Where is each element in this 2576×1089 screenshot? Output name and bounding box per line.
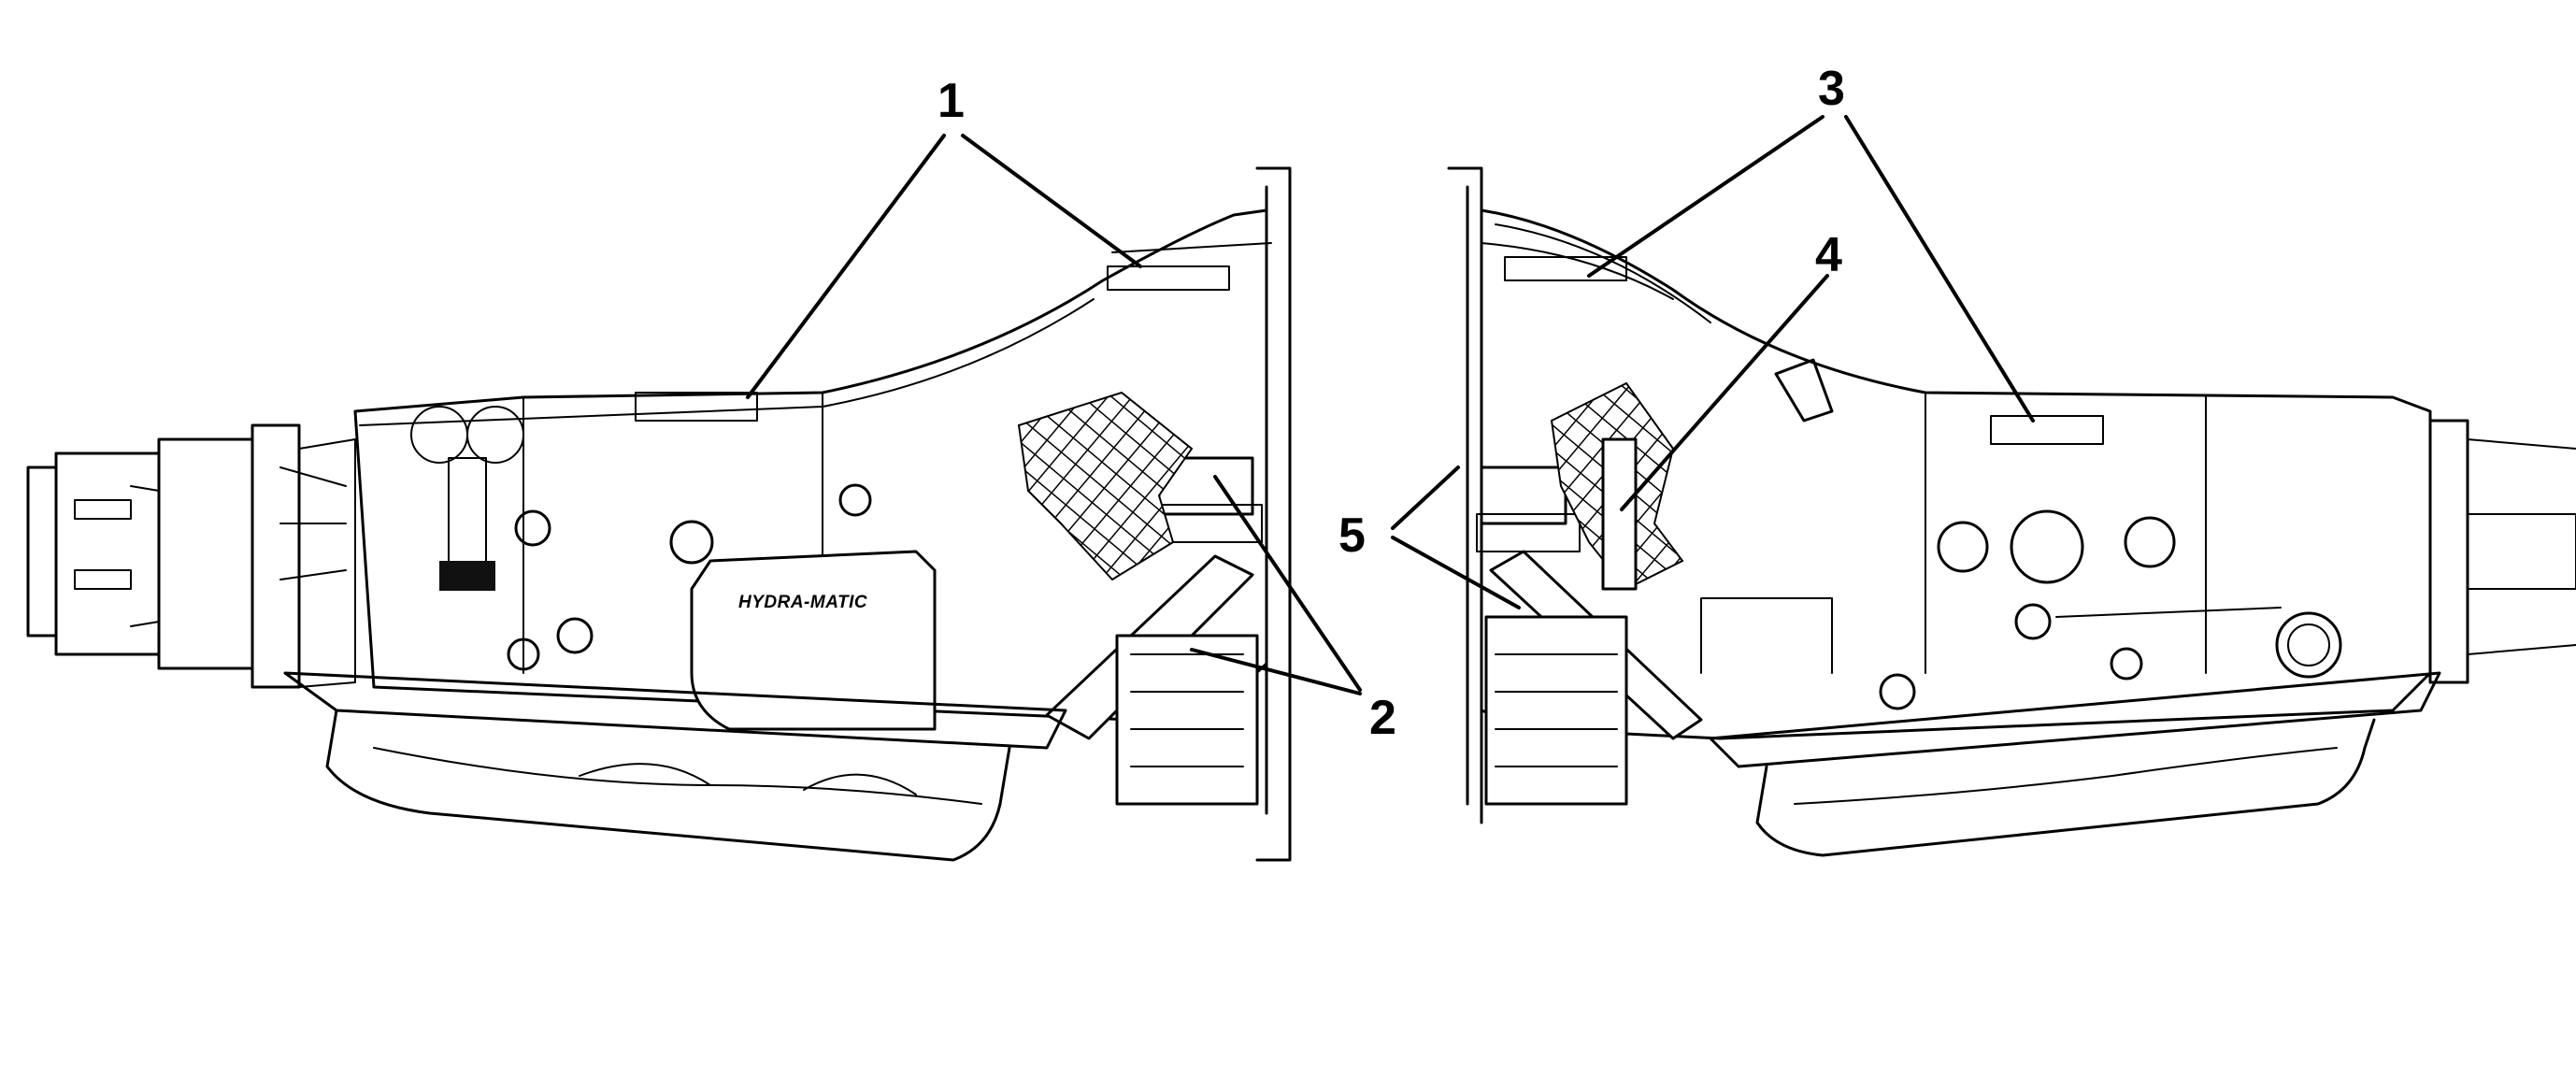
leader-1a — [746, 134, 946, 399]
left-mesh-area — [1017, 391, 1194, 581]
callout-5: 5 — [1338, 509, 1366, 563]
right-filter-plate — [1484, 550, 1703, 806]
right-output-extension — [2428, 419, 2576, 684]
left-input-adapter — [26, 423, 356, 689]
right-main-case — [1476, 208, 2432, 740]
leader-5a — [1391, 466, 1460, 530]
hydramatic-brand-text: HYDRA-MATIC — [738, 593, 867, 612]
left-oil-pan — [283, 671, 1067, 862]
callout-2: 2 — [1369, 691, 1396, 745]
right-transmission-view — [1447, 166, 2576, 857]
leader-5b — [1391, 536, 1521, 609]
leader-2b — [1190, 648, 1362, 695]
leader-2a — [1213, 475, 1362, 692]
leader-lines — [746, 115, 2035, 695]
right-bracket — [1601, 437, 1638, 591]
callout-1: 1 — [937, 74, 965, 128]
left-main-case: HYDRA-MATIC — [353, 166, 1292, 862]
leader-4 — [1620, 274, 1829, 511]
left-transmission-view: HYDRA-MATIC — [26, 166, 1292, 862]
right-oil-pan — [1709, 671, 2441, 857]
callout-4: 4 — [1815, 228, 1842, 282]
callout-3: 3 — [1818, 62, 1845, 116]
leader-1b — [961, 134, 1142, 268]
left-filter-plate — [1045, 554, 1259, 806]
leader-3a — [1587, 115, 1825, 278]
callout-labels: 1 2 3 4 5 — [937, 62, 1845, 745]
leader-3b — [1844, 115, 2035, 423]
